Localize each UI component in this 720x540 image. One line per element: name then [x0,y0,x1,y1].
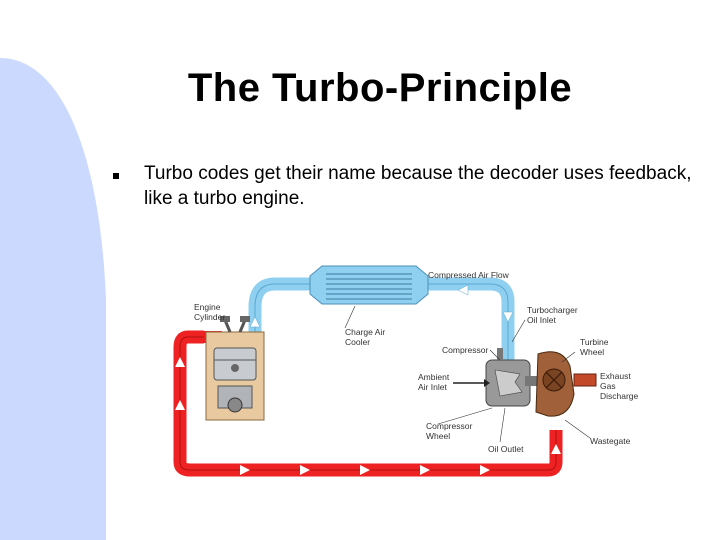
slide-accent-shape [0,58,106,540]
label-cooler: Cooler [345,337,370,347]
label-compressor: Compressor [442,345,488,355]
label-oil-inlet: Oil Inlet [527,315,556,325]
ambient-inlet-arrow [453,379,490,387]
label-oil-outlet: Oil Outlet [488,444,524,454]
engine-cylinder [205,316,265,421]
label-cylinder: Cylinder [194,312,225,322]
label-turbine-wheel: Wheel [580,347,604,357]
slide-title: The Turbo-Principle [187,66,573,110]
label-gas: Gas [600,381,616,391]
label-discharge: Discharge [600,391,639,401]
bullet-marker [113,173,119,179]
label-ambient: Ambient [418,372,450,382]
charge-air-cooler [309,265,429,305]
label-compressor-wheel-1: Compressor [426,421,472,431]
label-charge-air: Charge Air [345,327,385,337]
label-exhaust: Exhaust [600,371,631,381]
label-wastegate: Wastegate [590,436,631,446]
turbocharger [485,348,597,417]
callout-lines [344,305,591,443]
label-engine: Engine [194,302,221,312]
turbocharger-diagram: Compressed Air Flow Engine Cylinder Char… [173,265,639,477]
bullet-text: Turbo codes get their name because the d… [144,163,692,209]
label-turbocharger: Turbocharger [527,305,578,315]
label-compressor-wheel-2: Wheel [426,431,450,441]
label-compressed-air-flow: Compressed Air Flow [428,270,510,280]
label-air-inlet: Air Inlet [418,382,447,392]
air-flow-arrows [249,284,514,328]
label-turbine: Turbine [580,337,609,347]
exhaust-flow-arrows [175,357,561,475]
